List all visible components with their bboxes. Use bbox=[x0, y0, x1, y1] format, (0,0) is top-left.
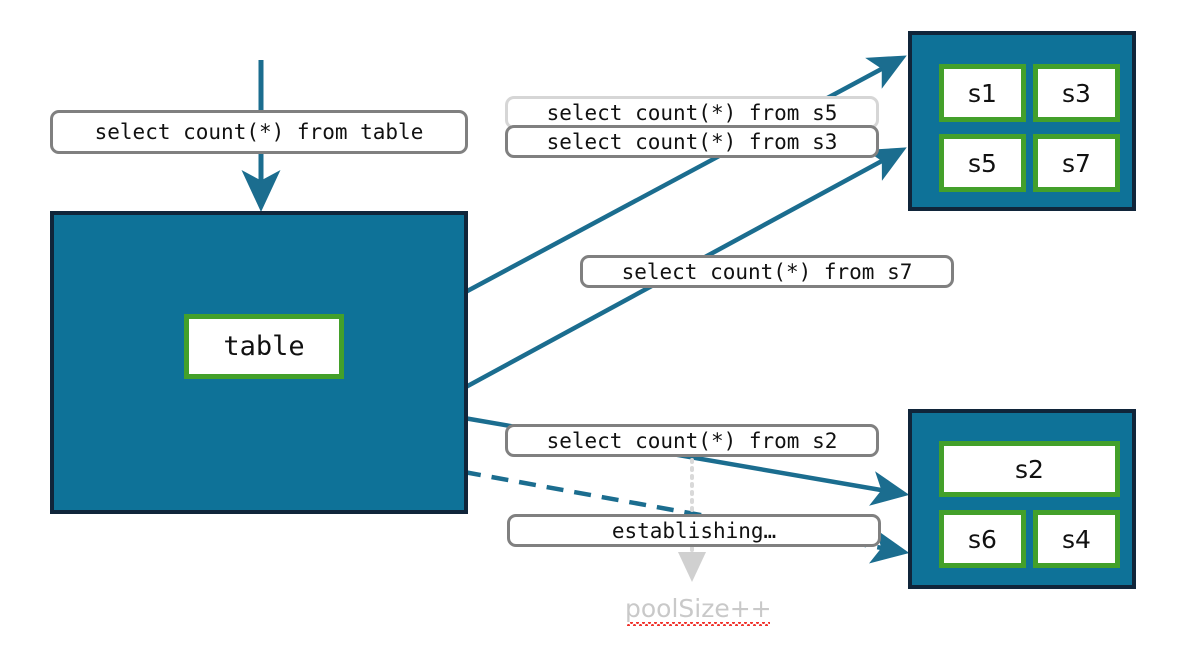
label-establishing[interactable]: establishing… bbox=[507, 514, 881, 547]
label-entry-query-text: select count(*) from table bbox=[94, 120, 424, 144]
annotation-poolsize: poolSize++ bbox=[625, 594, 772, 626]
spellcheck-underline-icon bbox=[627, 622, 770, 626]
label-query-s3-text: select count(*) from s3 bbox=[546, 129, 838, 154]
label-query-s3[interactable]: select count(*) from s3 bbox=[505, 125, 879, 158]
pool-top-container[interactable]: s1 s3 s5 s7 bbox=[908, 31, 1136, 211]
label-query-s2-text: select count(*) from s2 bbox=[546, 428, 838, 453]
node-s1-label: s1 bbox=[968, 78, 997, 108]
node-table[interactable]: table bbox=[184, 314, 344, 379]
node-s3[interactable]: s3 bbox=[1033, 64, 1120, 122]
node-s4-label: s4 bbox=[1062, 524, 1091, 554]
table-container[interactable]: table bbox=[50, 211, 468, 514]
node-s3-label: s3 bbox=[1062, 78, 1091, 108]
node-s5[interactable]: s5 bbox=[939, 134, 1026, 192]
label-entry-query[interactable]: select count(*) from table bbox=[50, 110, 468, 154]
node-s6[interactable]: s6 bbox=[939, 510, 1026, 568]
label-query-s7-text: select count(*) from s7 bbox=[621, 259, 913, 284]
node-s2[interactable]: s2 bbox=[939, 441, 1120, 497]
node-s2-label: s2 bbox=[1015, 454, 1044, 484]
node-s1[interactable]: s1 bbox=[939, 64, 1026, 122]
node-s5-label: s5 bbox=[968, 148, 997, 178]
pool-bottom-container[interactable]: s2 s6 s4 bbox=[908, 409, 1136, 589]
label-query-s2[interactable]: select count(*) from s2 bbox=[505, 424, 879, 457]
label-query-s7[interactable]: select count(*) from s7 bbox=[580, 255, 954, 288]
node-table-label: table bbox=[223, 331, 305, 362]
annotation-poolsize-text: poolSize++ bbox=[625, 594, 772, 623]
label-query-s5-text: select count(*) from s5 bbox=[546, 100, 838, 125]
label-establishing-text: establishing… bbox=[611, 518, 777, 543]
node-s7-label: s7 bbox=[1062, 148, 1091, 178]
node-s7[interactable]: s7 bbox=[1033, 134, 1120, 192]
node-s6-label: s6 bbox=[968, 524, 997, 554]
node-s4[interactable]: s4 bbox=[1033, 510, 1120, 568]
